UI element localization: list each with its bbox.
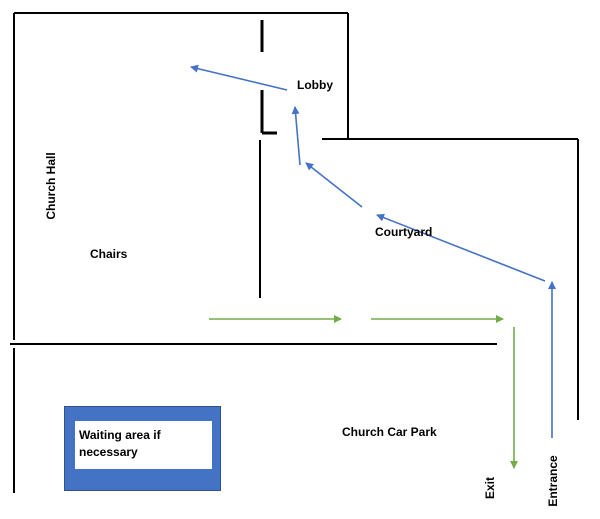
church-hall-label: Church Hall	[44, 152, 58, 220]
courtyard-label: Courtyard	[375, 225, 433, 239]
entry-route	[190, 64, 556, 438]
exit-route	[209, 315, 518, 469]
lobby-label: Lobby	[297, 78, 333, 92]
walls	[10, 12, 579, 493]
chairs-label: Chairs	[90, 247, 128, 261]
entry-arrow-to-lobby-door	[305, 162, 363, 208]
exit-label: Exit	[483, 476, 497, 500]
waiting-area-box: Waiting area if necessary	[64, 406, 221, 491]
waiting-area-label: Waiting area if necessary	[75, 421, 212, 469]
car-park-label: Church Car Park	[342, 425, 437, 439]
entrance-label: Entrance	[546, 455, 560, 507]
entry-arrow-to-courtyard	[376, 213, 546, 282]
entry-arrow-into-lobby	[291, 106, 301, 166]
entry-arrow-into-hall	[190, 64, 288, 91]
